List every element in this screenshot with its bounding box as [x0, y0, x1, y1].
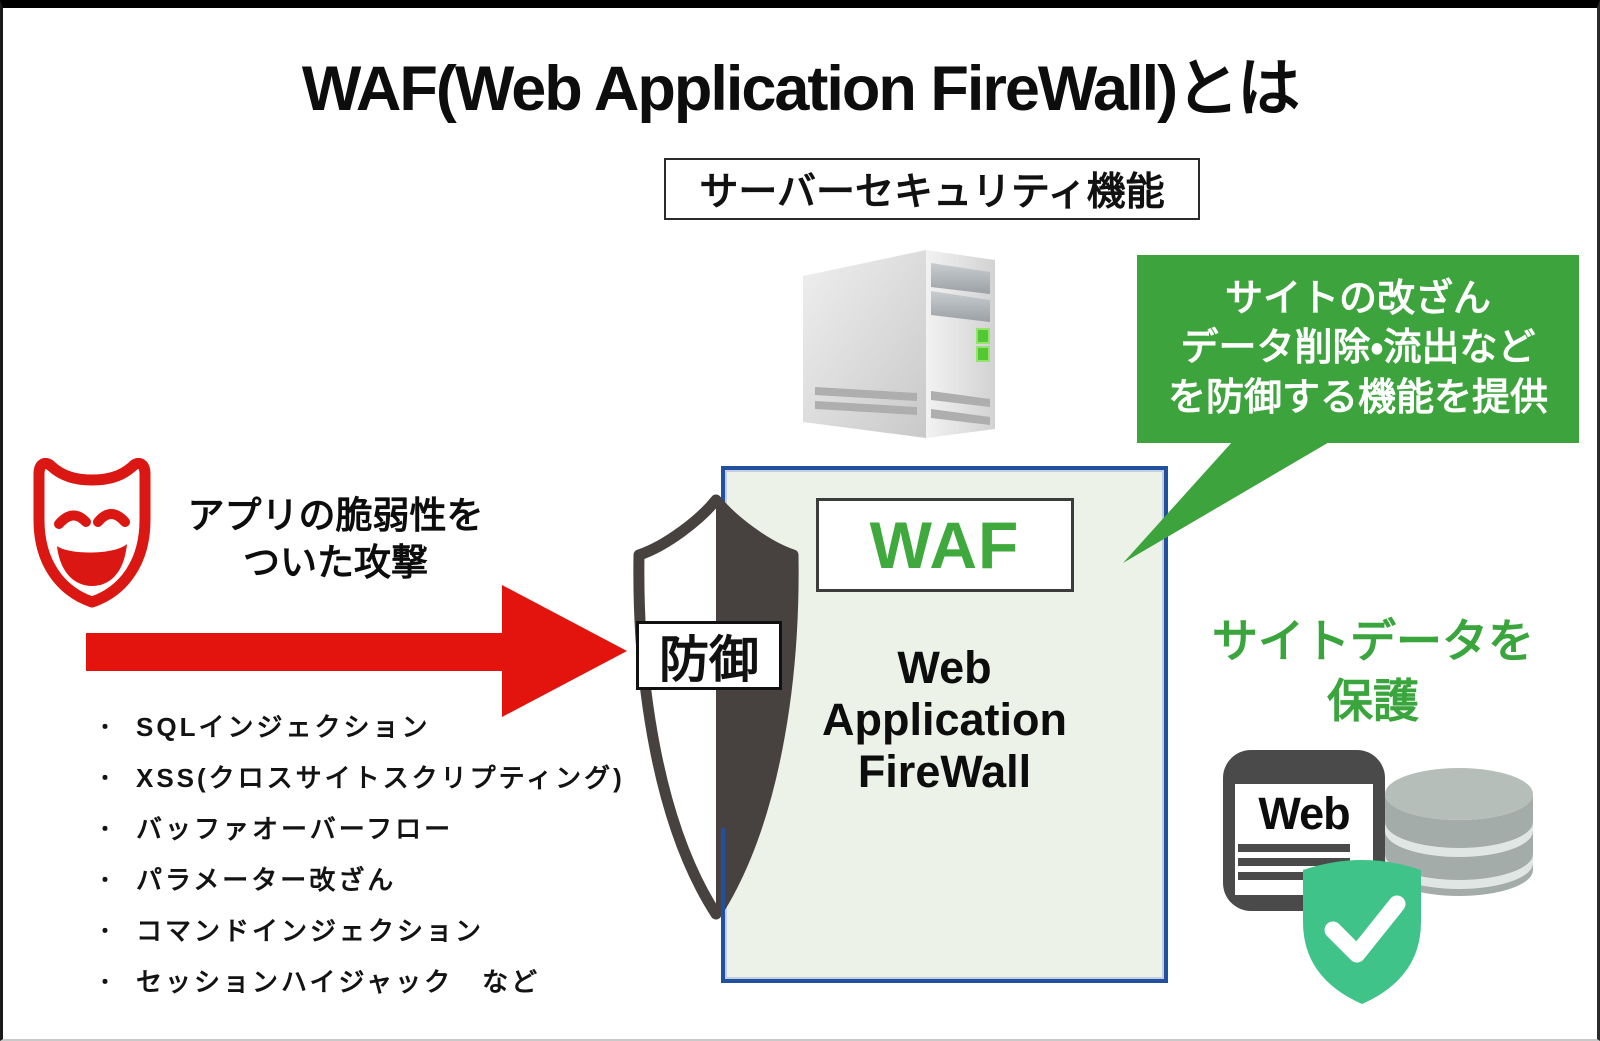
server-bay	[931, 291, 990, 322]
attack-item-text: SQLインジェクション	[136, 712, 431, 742]
server-led-green	[976, 346, 990, 362]
waf-word-web: Web	[897, 642, 992, 693]
protect-caption-line-1: サイトデータを	[1212, 615, 1534, 667]
server-led-green	[976, 328, 990, 344]
server-tower-icon	[803, 250, 995, 438]
list-item: ・ セッションハイジャック など	[95, 955, 625, 1006]
bubble-line-2: データ削除・流出など	[1180, 327, 1536, 370]
server-security-label: サーバーセキュリティ機能	[664, 158, 1200, 220]
page-title: WAF(Web Application FireWall)とは	[301, 54, 1300, 124]
attack-caption: アプリの脆弱性を ついた攻撃	[163, 492, 508, 587]
speech-bubble-tail	[1123, 441, 1331, 563]
server-security-label-text: サーバーセキュリティ機能	[699, 171, 1165, 214]
bubble-line-3: を防御する機能を提供	[1167, 376, 1548, 419]
server-vent	[815, 387, 917, 401]
check-shield	[1303, 860, 1421, 1004]
db-body	[1385, 794, 1533, 896]
bullet-icon: ・	[95, 921, 115, 943]
bullet-icon: ・	[95, 717, 115, 739]
defense-label: 防御	[636, 621, 782, 690]
defense-shield-icon	[633, 494, 799, 920]
attack-item-text: XSS(クロスサイトスクリプティング)	[136, 763, 625, 793]
list-item: ・ コマンドインジェクション	[95, 904, 625, 955]
attack-item-text: コマンドインジェクション	[136, 916, 485, 946]
attacker-mask-icon	[33, 458, 151, 608]
protect-caption-line-2: 保護	[1327, 674, 1419, 727]
panel-border-segment	[721, 828, 725, 980]
list-item: ・ パラメーター改ざん	[95, 853, 625, 904]
attack-item-text: バッファオーバーフロー	[136, 814, 454, 844]
web-text-line	[1238, 872, 1350, 880]
attack-item-text: パラメーター改ざん	[136, 865, 397, 895]
list-item: ・ バッファオーバーフロー	[95, 802, 625, 853]
waf-panel: WAF Web Application FireWall	[721, 466, 1168, 983]
attack-arrow-icon	[86, 585, 627, 717]
web-text-line	[1238, 858, 1350, 866]
server-vent	[931, 391, 990, 407]
attack-caption-line-1: アプリの脆弱性を	[187, 495, 484, 536]
web-site-icon-label: Web	[1258, 788, 1350, 839]
attack-type-list: ・ SQLインジェクション ・ XSS(クロスサイトスクリプティング) ・ バッ…	[95, 700, 625, 1006]
mask-smile	[57, 544, 127, 586]
bullet-icon: ・	[95, 768, 115, 790]
attack-item-text: セッションハイジャック など	[136, 967, 541, 997]
database-icon	[1385, 768, 1533, 896]
bullet-icon: ・	[95, 819, 115, 841]
waf-word-application: Application	[822, 694, 1067, 746]
shield-dark-half	[716, 500, 794, 914]
bubble-line-1: サイトの改ざん	[1224, 277, 1491, 320]
mask-right-eye	[93, 509, 130, 527]
server-bay	[931, 263, 990, 294]
waf-word-firewall: FireWall	[857, 746, 1032, 798]
defense-label-text: 防御	[659, 631, 759, 688]
waf-badge: WAF	[815, 498, 1074, 592]
attack-caption-line-2: ついた攻撃	[243, 542, 428, 584]
protect-caption: サイトデータを 保護	[1198, 612, 1548, 732]
list-item: ・ XSS(クロスサイトスクリプティング)	[95, 751, 625, 802]
benefit-speech-bubble: サイトの改ざん データ削除・流出など を防御する機能を提供	[1137, 255, 1579, 443]
bullet-icon: ・	[95, 870, 115, 892]
db-band	[1385, 854, 1533, 889]
db-top	[1385, 768, 1533, 820]
db-band	[1385, 822, 1533, 857]
check-mark-icon	[1324, 895, 1406, 963]
server-vent	[931, 409, 990, 425]
web-text-line	[1238, 844, 1350, 852]
protected-check-shield-icon	[1303, 860, 1421, 1004]
waf-badge-text: WAF	[869, 508, 1020, 582]
waf-full-name: Web Application FireWall	[725, 642, 1164, 799]
bullet-icon: ・	[95, 972, 115, 994]
list-item: ・ SQLインジェクション	[95, 700, 625, 751]
mask-left-eye	[54, 510, 91, 529]
server-vent	[815, 401, 917, 415]
